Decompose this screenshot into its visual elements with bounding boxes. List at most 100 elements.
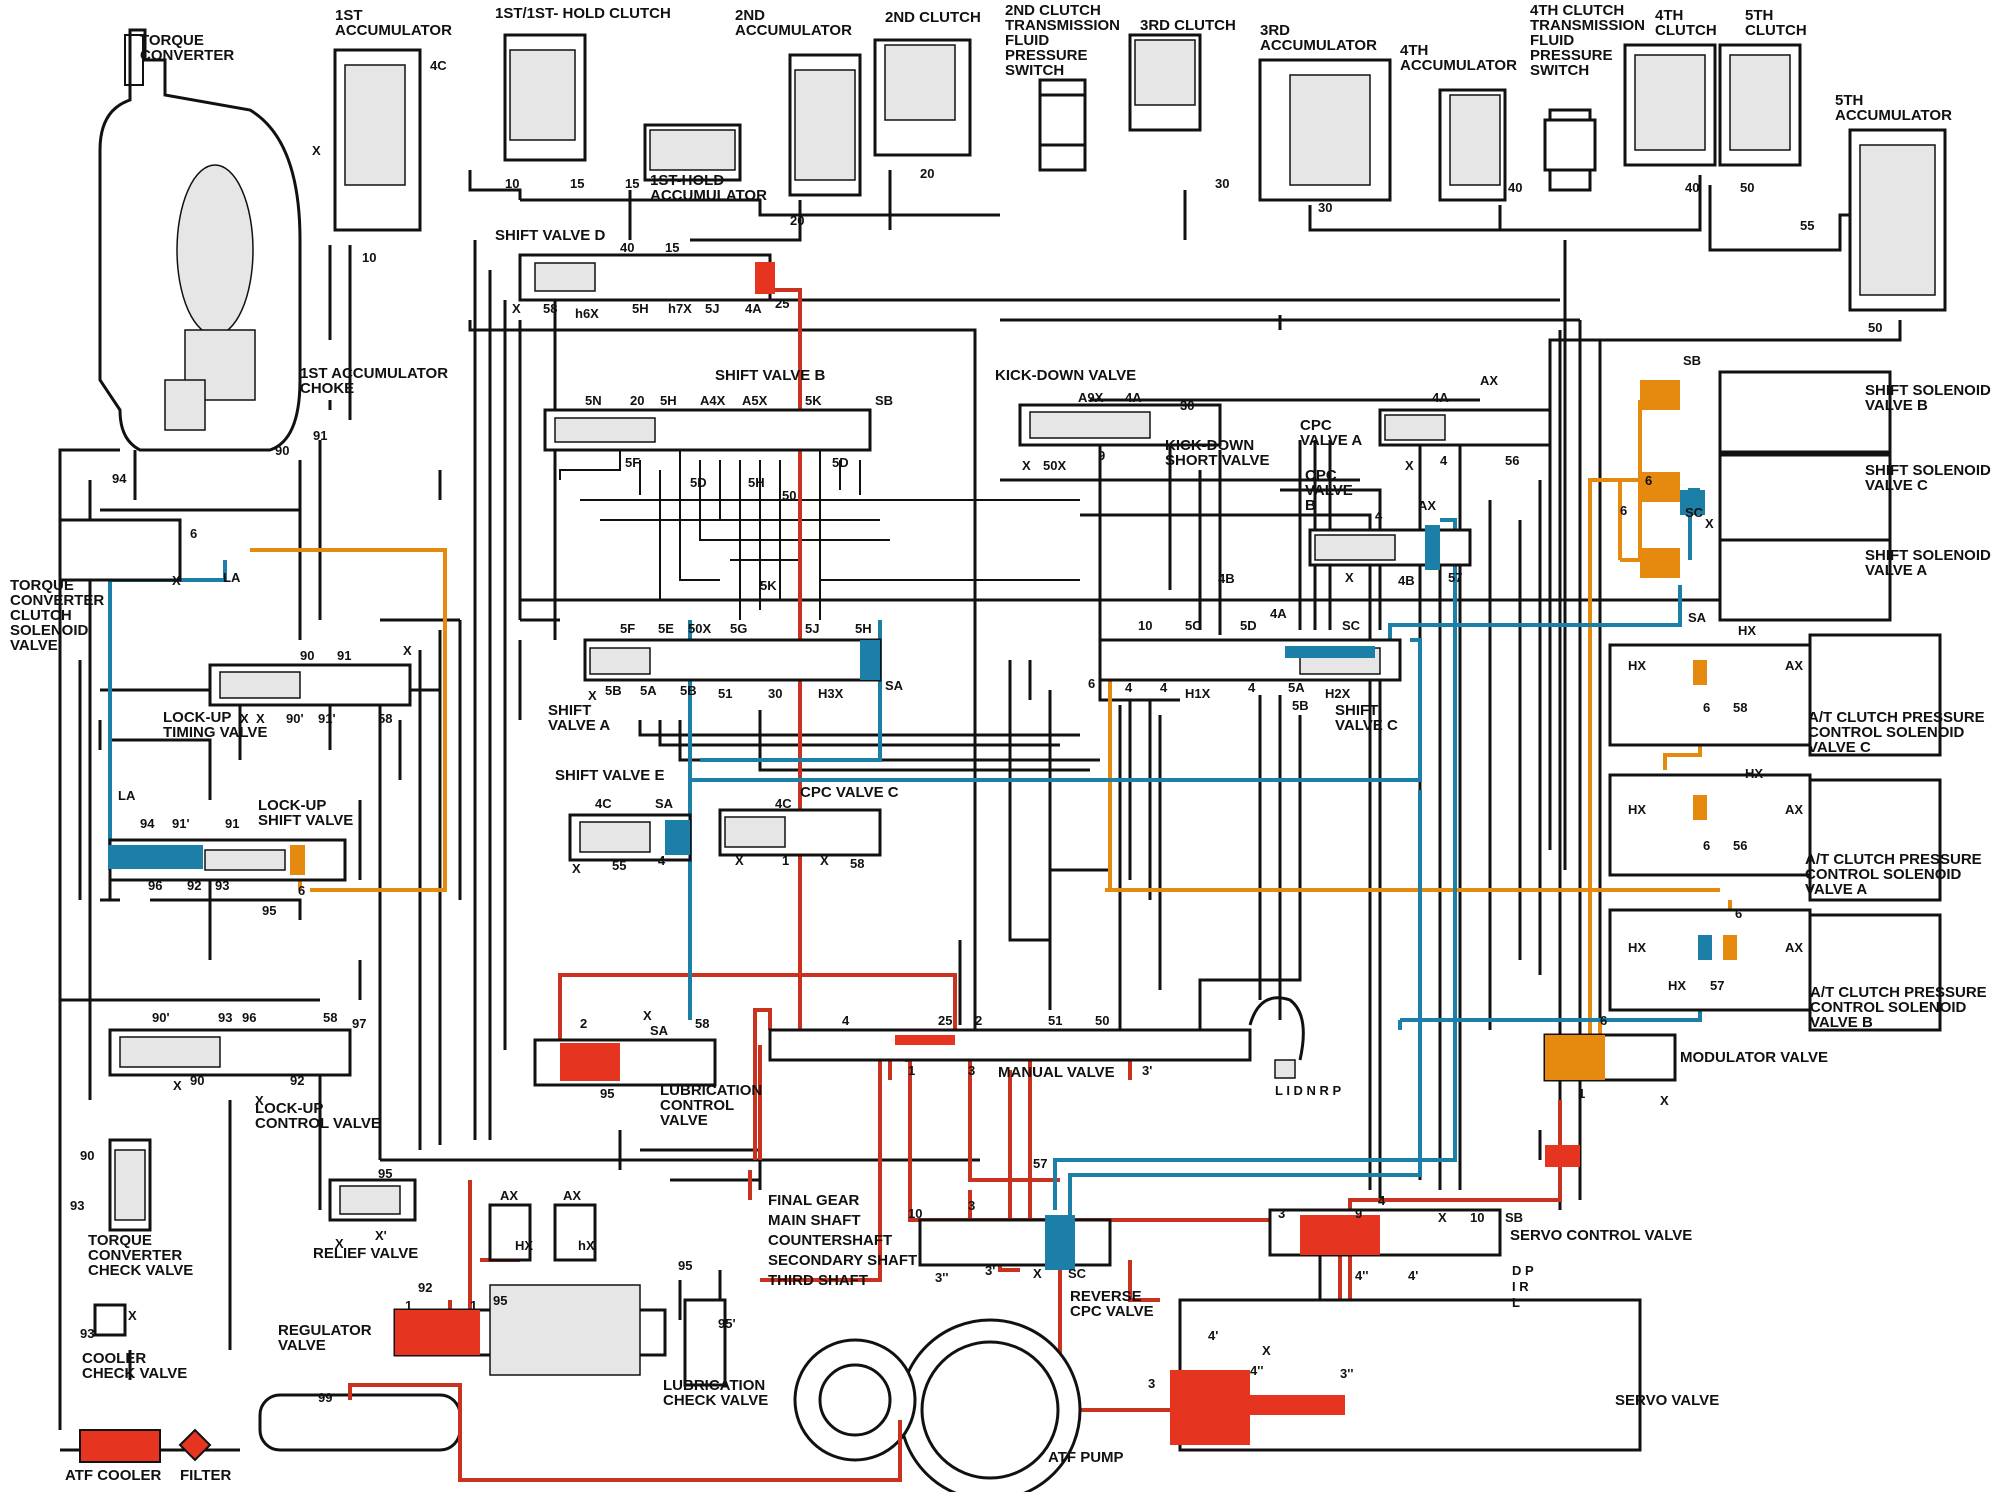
port-label: 56 (1505, 453, 1519, 468)
port-label: HX (1628, 940, 1646, 955)
port-label: 96 (242, 1010, 256, 1025)
label-relief: RELIEF VALVE (313, 1245, 418, 1262)
port-label: X (173, 1078, 182, 1093)
port-label: 4A (1432, 390, 1449, 405)
port-label: X (1033, 1266, 1042, 1281)
port-label: 93 (70, 1198, 84, 1213)
port-label: X (1262, 1343, 1271, 1358)
port-label: 20 (920, 166, 934, 181)
label-main-shaft: MAIN SHAFT (768, 1212, 861, 1229)
label-modulator: MODULATOR VALVE (1680, 1049, 1828, 1066)
port-label: 5B (680, 683, 697, 698)
port-label: 20 (630, 393, 644, 408)
port-label: 94 (112, 471, 127, 486)
port-label: X (128, 1308, 137, 1323)
port-label: 51 (1048, 1013, 1062, 1028)
port-label: 95 (378, 1166, 392, 1181)
port-label: 5F (620, 621, 635, 636)
port-label: A9X (1078, 390, 1104, 405)
label-final-gear: FINAL GEAR (768, 1192, 860, 1209)
port-label: X (512, 301, 521, 316)
port-label: 3' (1142, 1063, 1152, 1078)
port-label: 90 (80, 1148, 94, 1163)
port-label: 58 (543, 301, 557, 316)
port-label: 9 (1098, 448, 1105, 463)
port-label: X (820, 853, 829, 868)
port-label: 10 (362, 250, 376, 265)
port-label: X (172, 573, 181, 588)
port-label: 3 (968, 1198, 975, 1213)
port-label: 4C (430, 58, 447, 73)
port-label: 4C (595, 796, 612, 811)
label-servo-control: SERVO CONTROL VALVE (1510, 1227, 1692, 1244)
port-label: 97 (352, 1016, 366, 1031)
port-label: X (312, 143, 321, 158)
port-label: AX (1480, 373, 1498, 388)
port-label: X' (375, 1228, 387, 1243)
port-label: 10 (505, 176, 519, 191)
port-label: 95' (718, 1316, 736, 1331)
port-label: HX (1628, 658, 1646, 673)
port-label: 4 (658, 853, 666, 868)
port-label: 91 (337, 648, 351, 663)
port-label: HX (1628, 802, 1646, 817)
port-label: 57 (1710, 978, 1724, 993)
port-label: H3X (818, 686, 844, 701)
label-manual-valve: MANUAL VALVE (998, 1064, 1115, 1081)
port-label: HX (1738, 623, 1756, 638)
port-label: X (1660, 1093, 1669, 1108)
port-label: 5D (690, 475, 707, 490)
port-label: 95 (262, 903, 276, 918)
port-label: 57 (1033, 1156, 1047, 1171)
port-label: 1 (470, 1298, 477, 1313)
port-label: SB (1505, 1210, 1523, 1225)
port-label: 5H (748, 475, 765, 490)
port-label: 3 (1278, 1206, 1285, 1221)
port-label: 30 (768, 686, 782, 701)
port-label: 6 (1088, 676, 1095, 691)
port-label: 30 (1180, 398, 1194, 413)
port-label: HX (515, 1238, 533, 1253)
port-label: LA (118, 788, 136, 803)
port-label: X (1705, 516, 1714, 531)
port-label: 4' (1408, 1268, 1418, 1283)
port-label: 50X (688, 621, 711, 636)
port-label: X (643, 1008, 652, 1023)
port-label: 1 (405, 1298, 412, 1313)
port-label: X (1022, 458, 1031, 473)
label-third-shaft: THIRD SHAFT (768, 1272, 868, 1289)
port-label: 4A (745, 301, 762, 316)
port-label: 90 (190, 1073, 204, 1088)
port-label: AX (1418, 498, 1436, 513)
label-shift-valve-b: SHIFT VALVE B (715, 367, 825, 384)
port-label: SB (1683, 353, 1701, 368)
port-label: 15 (570, 176, 584, 191)
port-label: 91 (225, 816, 239, 831)
port-label: 15 (665, 240, 679, 255)
port-label: 4B (1218, 571, 1235, 586)
label-shift-valve-d: SHIFT VALVE D (495, 227, 605, 244)
port-label: X (1438, 1210, 1447, 1225)
port-label: HX (1668, 978, 1686, 993)
port-label: X (240, 711, 249, 726)
port-label: 91' (318, 711, 336, 726)
port-label: 5J (705, 301, 719, 316)
port-label: 6 (298, 883, 305, 898)
port-label: LA (223, 570, 241, 585)
